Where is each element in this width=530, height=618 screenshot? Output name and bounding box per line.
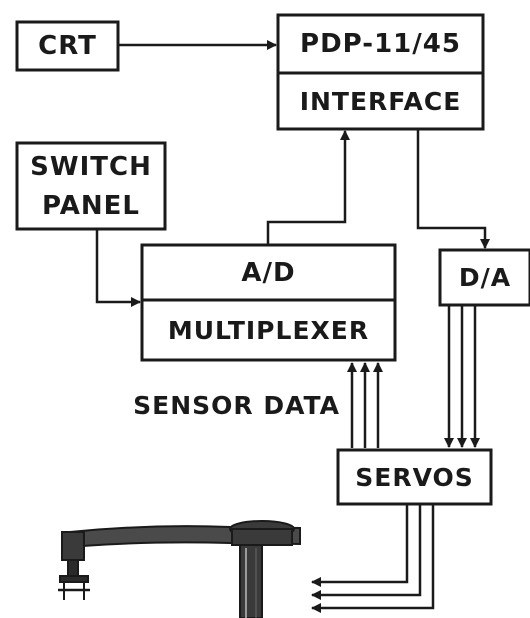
servos-to-robot-line-1 [311, 504, 409, 587]
servos-to-robot-line-2 [311, 504, 422, 600]
da-box [438, 248, 530, 307]
sensor-data-label: SENSOR DATA [133, 390, 340, 420]
panel-label: PANEL [42, 191, 140, 221]
interface-label: INTERFACE [299, 86, 462, 116]
servos-box [336, 448, 493, 506]
interface-to-da-arrow [416, 129, 490, 249]
switch-to-mux-arrow [95, 229, 141, 307]
switch-panel-box [15, 141, 167, 231]
robot-arm-icon [58, 520, 301, 618]
da-label: D/A [458, 263, 512, 292]
crt-label: CRT [38, 31, 97, 61]
ad-label: A/D [241, 257, 296, 288]
servos-label: SERVOS [355, 462, 474, 492]
ad-to-interface-arrow [266, 130, 350, 245]
multiplexer-label: MULTIPLEXER [167, 315, 370, 345]
switch-label: SWITCH [30, 152, 152, 182]
pdp-label: PDP-11/45 [300, 29, 461, 59]
servos-to-robot-line-3 [311, 504, 435, 613]
